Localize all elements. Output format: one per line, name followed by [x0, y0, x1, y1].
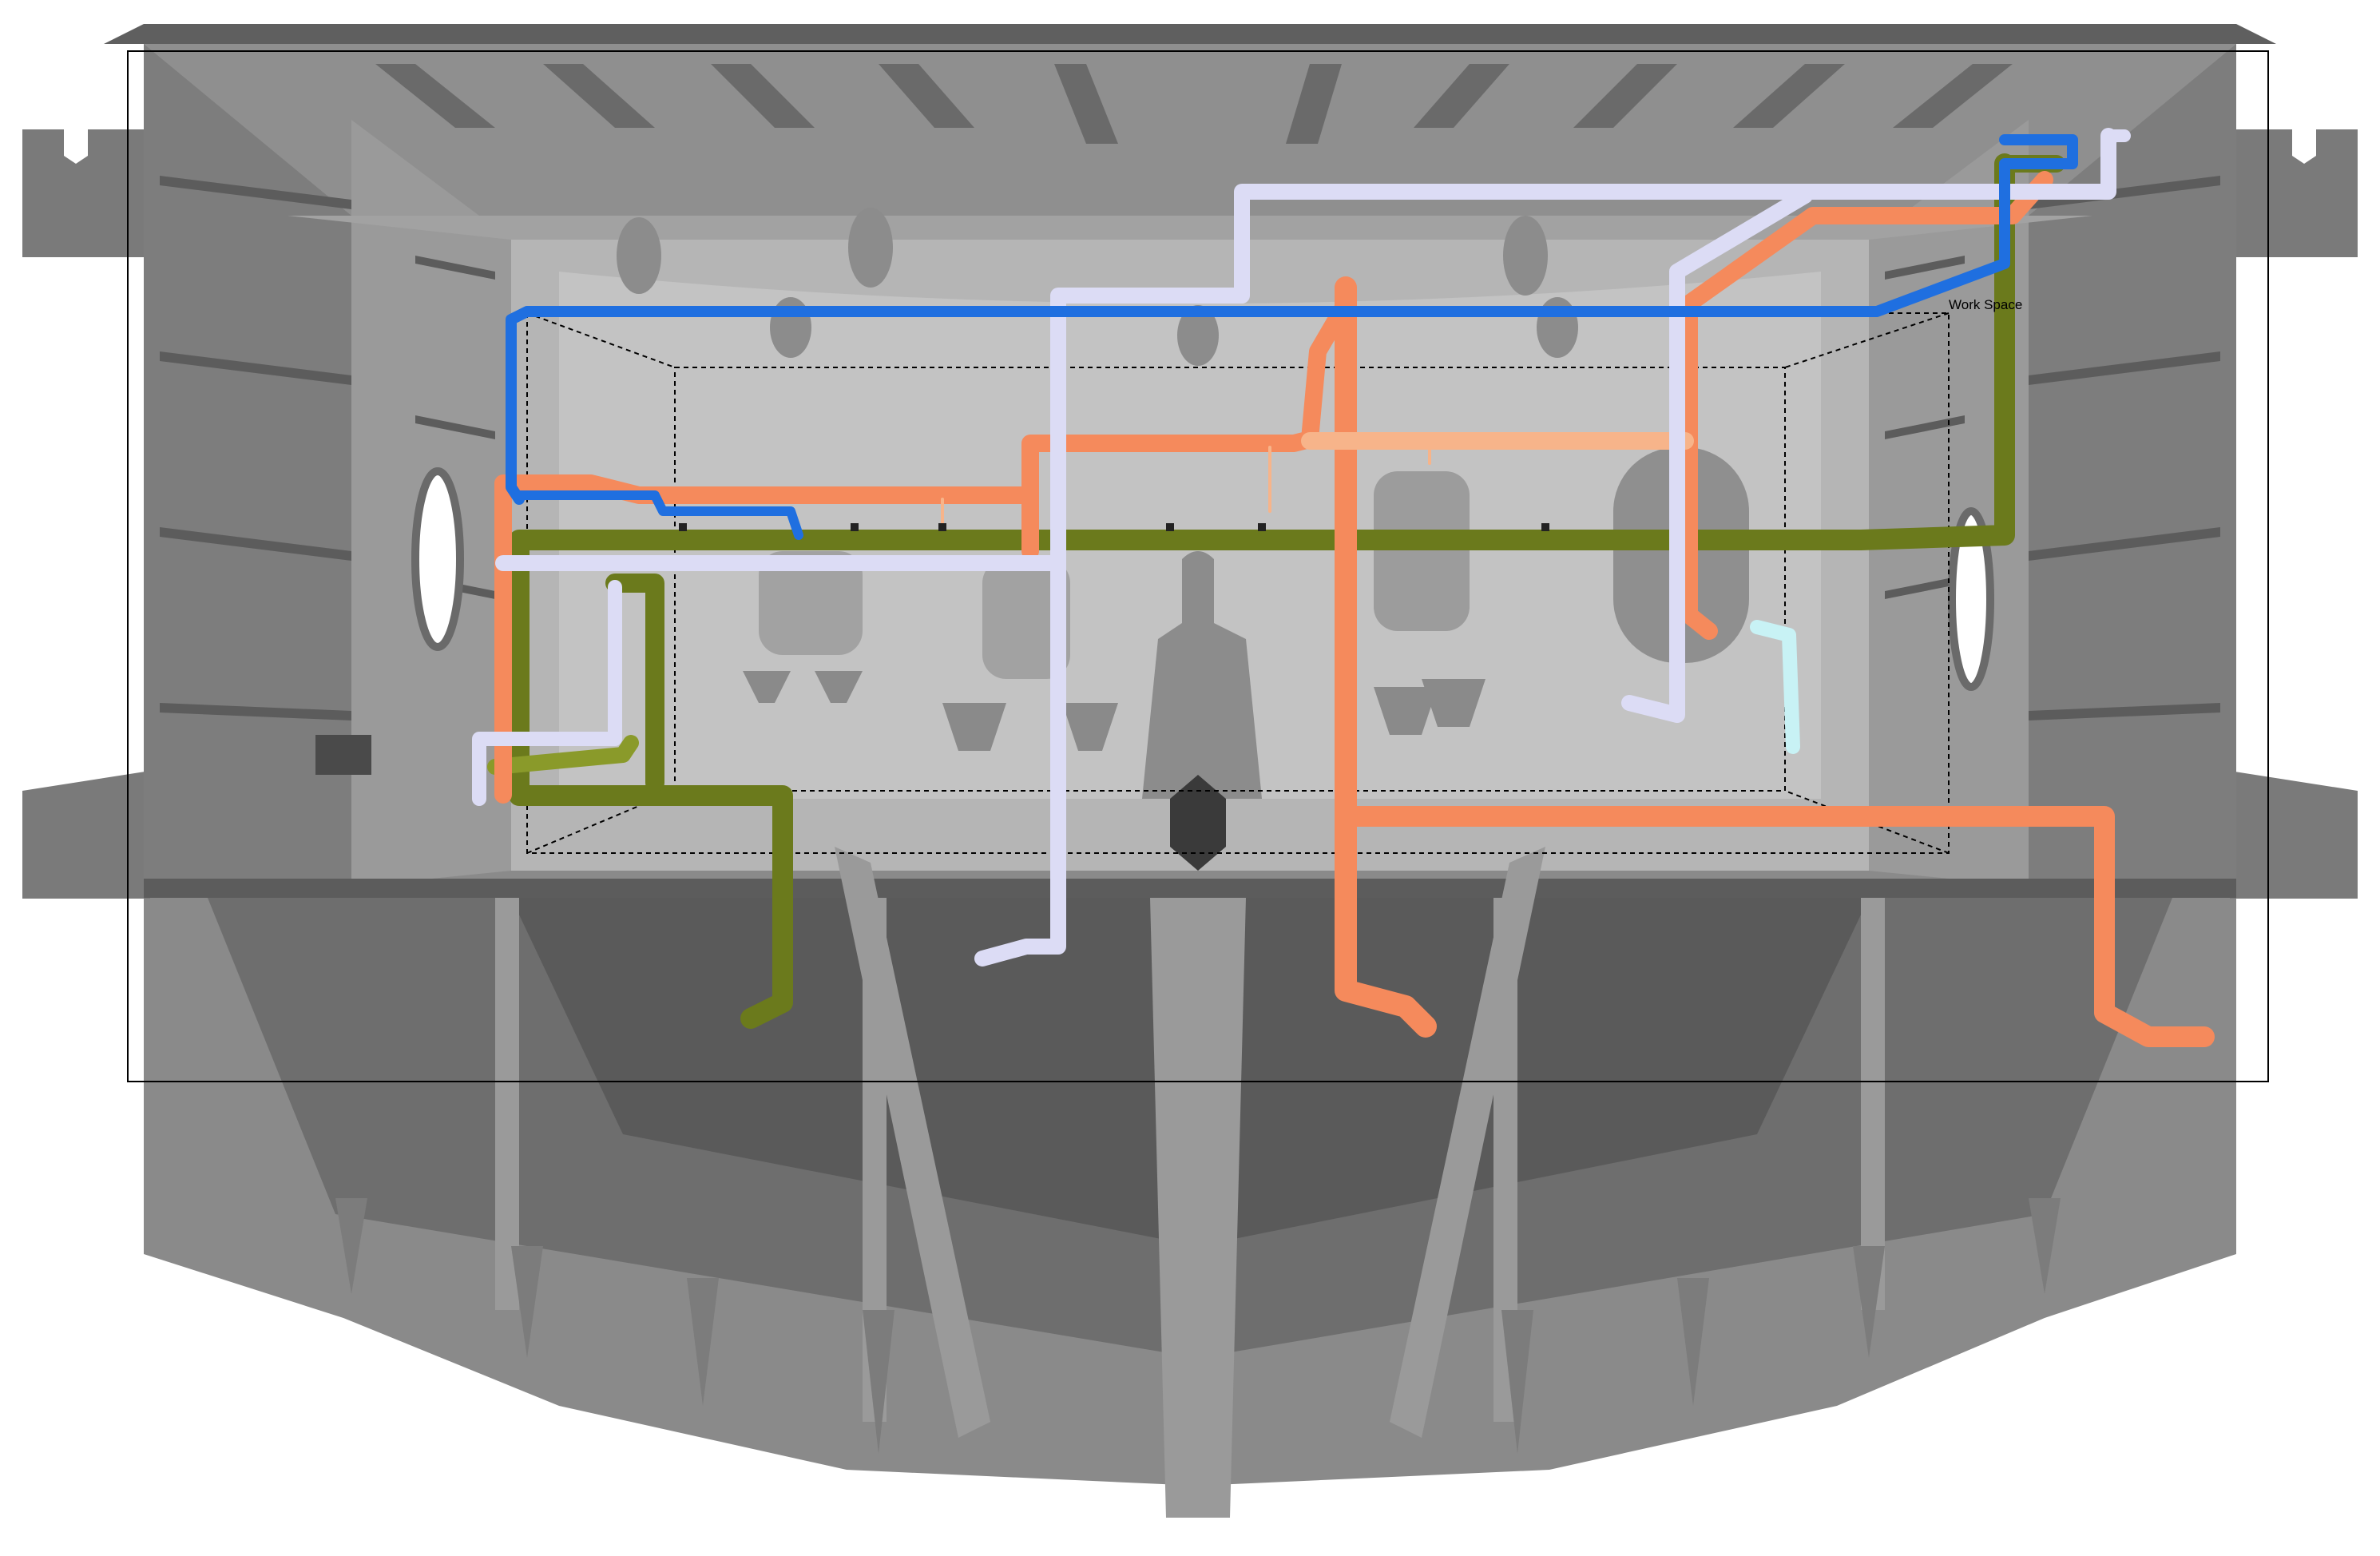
- left-wall: [144, 44, 351, 887]
- pipe-olive-riser: [605, 574, 664, 792]
- ceiling-beams: [375, 64, 2013, 144]
- seated-figure: [1142, 551, 1262, 799]
- center-keel-block: [1170, 775, 1226, 871]
- pipe-blue-upper: [506, 134, 2078, 505]
- bottom-fins: [335, 1198, 2061, 1454]
- pipe-cyan: [1750, 620, 1800, 754]
- pipe-fittings: [679, 523, 1549, 531]
- pipe-orange-vertical-center: [1335, 276, 1437, 1038]
- engine-unit-center-right: [1374, 471, 1470, 631]
- work-space-box-back: [674, 367, 1786, 792]
- porthole-right: [1948, 507, 1994, 691]
- bottom-girders: [495, 847, 1885, 1518]
- pipe-orange-left: [494, 474, 1039, 804]
- pipe-white-system: [472, 128, 2131, 967]
- wing-notch-left: [64, 129, 88, 164]
- machinery: [315, 447, 1749, 871]
- ceiling-panel: [144, 44, 2236, 216]
- right-wall: [2029, 44, 2236, 887]
- pipe-peach-system: [941, 432, 1694, 529]
- pipe-blue-system: [506, 134, 2078, 540]
- wing-plate-left-lower: [22, 771, 150, 899]
- pipe-systems: [472, 128, 2215, 1047]
- pump-left: [759, 551, 863, 655]
- wall-brackets-right: [1885, 176, 2220, 720]
- pipe-olive-main: [509, 153, 2015, 1029]
- pipe-orange-top-right: [1680, 295, 1718, 640]
- work-space-frames: [127, 50, 2269, 1082]
- wall-brackets-left: [160, 176, 495, 720]
- valve-left-wall: [315, 735, 371, 775]
- porthole-left: [411, 467, 464, 651]
- pipe-white-right-branch: [1621, 188, 1813, 723]
- back-ceiling: [288, 216, 2092, 240]
- main-deck-band: [144, 879, 2236, 898]
- outer-bounding-box: [127, 50, 2269, 1082]
- ceiling-fixtures: [617, 208, 1578, 366]
- pipe-orange-system: [494, 171, 2215, 1047]
- pipe-orange-lower-horizontal: [1339, 806, 2215, 1047]
- wing-plate-right-lower: [2230, 771, 2358, 899]
- work-space-label: Work Space: [1949, 297, 2023, 312]
- top-deck: [104, 24, 2276, 44]
- engine-unit-center-left: [982, 559, 1070, 679]
- funnel-stands: [743, 671, 1486, 751]
- pipe-olive-branch: [487, 735, 639, 775]
- pipe-blue-left-branch: [514, 490, 803, 540]
- wing-notch-right: [2292, 129, 2316, 164]
- pipe-white-left-loop: [472, 580, 622, 806]
- pipe-white-top-loop: [974, 128, 2116, 967]
